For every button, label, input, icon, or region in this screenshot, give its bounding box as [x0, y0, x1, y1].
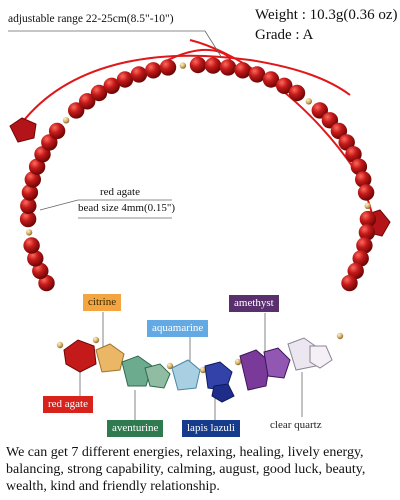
gold-spacer-bead [234, 358, 242, 366]
red-agate-caption: red agate [100, 186, 140, 198]
clear-quartz-tag: clear quartz [265, 417, 327, 434]
citrine-chip [95, 343, 125, 373]
red-agate-bead [90, 84, 108, 102]
red-agate-bead [27, 250, 44, 267]
red-agate-bead [338, 134, 355, 151]
bead-size-caption: bead size 4mm(0.15") [78, 202, 176, 214]
red-agate-bead [347, 262, 364, 280]
red-agate-bead [219, 59, 237, 76]
gold-spacer-bead [336, 332, 344, 340]
chakra-chips [63, 337, 333, 403]
red-agate-bead [189, 56, 207, 74]
cord [17, 39, 376, 226]
red-agate-bead [356, 237, 373, 254]
red-agate-bead [145, 62, 162, 79]
grade-label: Grade : A [255, 27, 314, 43]
product-description: We can get 7 different energies, relaxin… [6, 445, 366, 494]
red-agate-bead [32, 262, 49, 280]
red-agate-bead [116, 71, 134, 88]
gold-spacer-bead [199, 366, 207, 374]
amethyst-chip-2 [263, 347, 291, 379]
quartz-chip-2 [309, 345, 333, 369]
red-agate-bead [288, 84, 306, 102]
red-agate-bead [321, 112, 339, 129]
red-agate-bead [248, 66, 266, 83]
aventurine-chip-2 [144, 363, 171, 389]
red-agate-bead [357, 184, 375, 201]
red-agate-bead [48, 122, 66, 140]
red-agate-tag: red agate [43, 396, 93, 413]
annotation-lines [8, 30, 303, 421]
red-agate-bead [21, 184, 39, 201]
gold-spacer-bead [92, 336, 100, 344]
red-agate-bead [341, 274, 358, 292]
gold-spacer-bead [25, 229, 33, 236]
red-agate-bead [358, 224, 376, 241]
gold-spacer-bead [364, 202, 371, 209]
red-agate-bead [79, 93, 96, 110]
adjustable-range-label: adjustable range 22-25cm(8.5"-10") [8, 13, 174, 25]
aventurine-tag: aventurine [107, 420, 164, 437]
amethyst-tag: amethyst [229, 295, 279, 312]
red-agate-bead [311, 102, 328, 119]
lapis-lazuli-tag: lapis lazuli [182, 420, 240, 437]
aquamarine-tag: aquamarine [147, 320, 209, 337]
red-agate-bead [20, 197, 37, 214]
red-agate-bead [350, 158, 368, 175]
red-agate-bead [204, 57, 222, 74]
weight-label: Weight : 10.3g(0.36 oz) [255, 7, 398, 23]
lapis-chip [204, 361, 233, 391]
red-agate-bead [359, 210, 377, 228]
red-agate-bead [24, 171, 41, 188]
aquamarine-chip [171, 359, 201, 391]
red-agate-bead [23, 237, 40, 254]
red-agate-bead [130, 66, 148, 83]
red-agate-bead [19, 210, 37, 228]
gold-spacer-bead [166, 362, 174, 370]
red-agate-beads [19, 56, 377, 374]
red-agate-bead [103, 77, 120, 95]
red-agate-bead [159, 59, 177, 76]
red-agate-bead [28, 158, 46, 175]
gold-spacer-bead [305, 98, 312, 105]
red-agate-bead [34, 146, 51, 163]
red-agate-bead [38, 274, 55, 292]
red-agate-bead [352, 250, 369, 267]
red-agate-bead [262, 71, 280, 88]
red-agate-chip [63, 339, 97, 373]
red-agate-bead [355, 171, 372, 188]
red-agate-bead [276, 77, 293, 95]
citrine-tag: citrine [83, 294, 122, 311]
red-agate-bead [234, 62, 251, 79]
red-agate-bead [68, 102, 85, 119]
lapis-chip-2 [211, 383, 235, 403]
gold-spacer-bead [56, 341, 64, 349]
red-agate-bead [345, 146, 362, 163]
gold-spacer-bead [62, 117, 70, 124]
gold-spacer-bead [179, 62, 187, 69]
